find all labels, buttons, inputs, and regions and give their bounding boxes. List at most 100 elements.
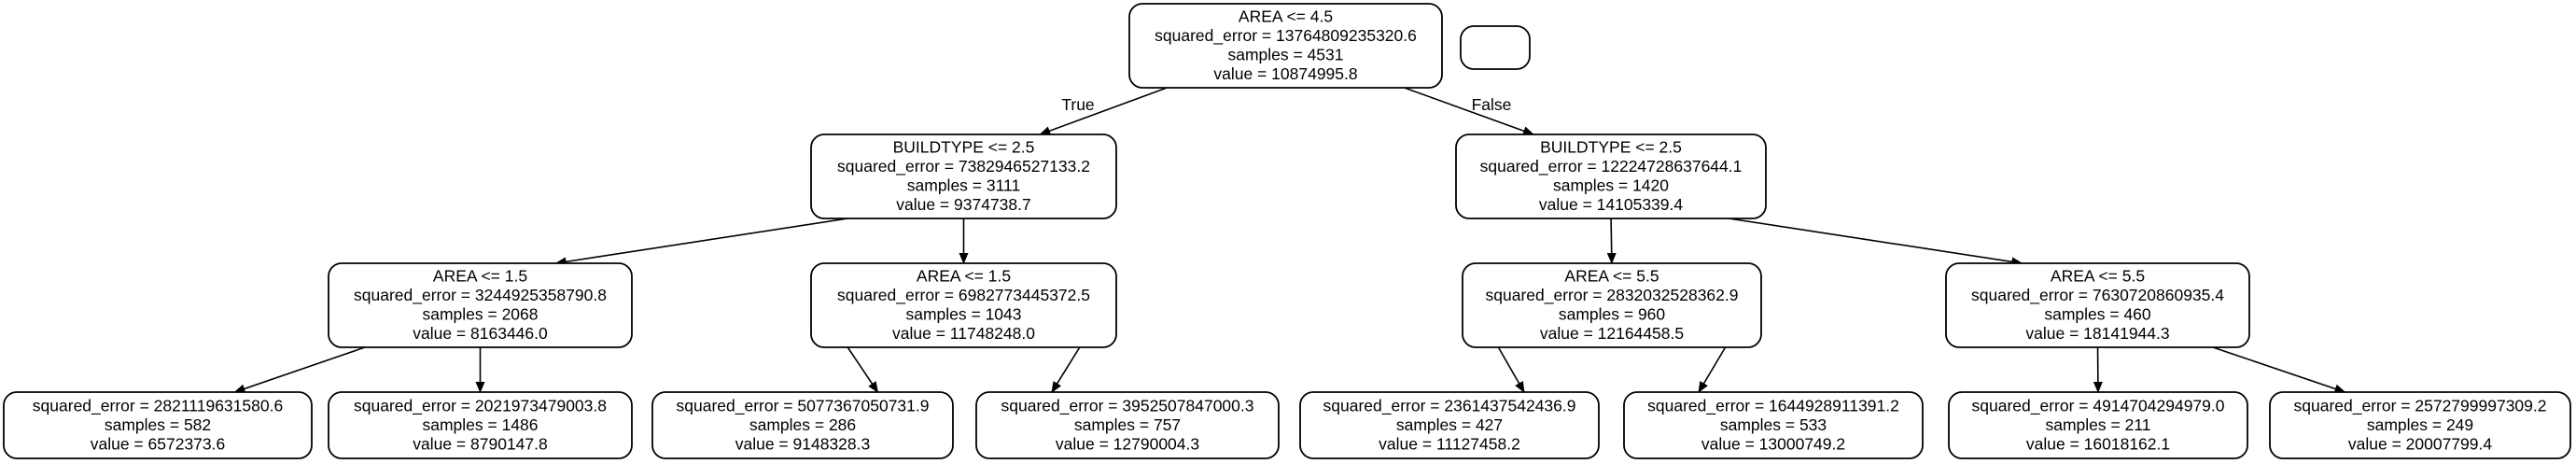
- node-text-line: value = 12164458.5: [1540, 324, 1684, 343]
- node-text-line: value = 20007799.4: [2348, 434, 2493, 453]
- edge-n12-n14: [2212, 346, 2346, 394]
- node-text-line: value = 8163446.0: [413, 324, 548, 343]
- edge-n1-n2: [554, 218, 848, 267]
- node-text-line: squared_error = 2832032528362.9: [1486, 286, 1739, 305]
- node-box: [328, 391, 633, 459]
- node-text-line: AREA <= 5.5: [1564, 267, 1659, 286]
- node-text-line: samples = 757: [1074, 415, 1181, 434]
- node-text-line: AREA <= 1.5: [917, 267, 1011, 286]
- node-text-line: samples = 1486: [422, 415, 538, 434]
- edge-n5-n6: [847, 346, 879, 393]
- edge-n5-n7: [1051, 346, 1081, 393]
- edge-n8-n9: [1606, 218, 1617, 264]
- node-text-line: squared_error = 3952507847000.3: [1001, 396, 1254, 415]
- node-text-line: samples = 4531: [1227, 46, 1343, 64]
- node-text-line: squared_error = 1644928911391.2: [1647, 396, 1899, 415]
- node-text-line: value = 16018162.1: [2026, 434, 2170, 453]
- node-text-line: squared_error = 7630720860935.4: [1971, 286, 2224, 305]
- edge-label-false: False: [1472, 95, 1512, 114]
- node-text-line: samples = 2068: [422, 305, 538, 324]
- node-text-line: squared_error = 4914704294979.0: [1972, 396, 2225, 415]
- node-text-line: samples = 3111: [907, 176, 1020, 195]
- tree-node-n15: [1460, 25, 1531, 70]
- node-box: [1299, 391, 1600, 459]
- node-text-line: samples = 533: [1720, 415, 1827, 434]
- node-text-line: samples = 211: [2045, 415, 2150, 434]
- node-text-line: samples = 427: [1396, 415, 1503, 434]
- node-text-line: samples = 460: [2044, 305, 2151, 324]
- node-text-line: squared_error = 5077367050731.9: [677, 396, 930, 415]
- node-text-line: squared_error = 6982773445372.5: [837, 286, 1090, 305]
- edge-n2-n3: [233, 346, 366, 394]
- node-text-line: samples = 1043: [905, 305, 1021, 324]
- node-text-line: AREA <= 5.5: [2051, 267, 2145, 286]
- node-text-line: squared_error = 2821119631580.6: [33, 396, 283, 415]
- node-text-line: value = 9148328.3: [735, 434, 871, 453]
- edge-label-true: True: [1061, 95, 1094, 114]
- node-box: [810, 134, 1117, 219]
- edge-n9-n10: [1497, 346, 1525, 393]
- node-box: [328, 262, 633, 348]
- node-text-line: value = 11127458.2: [1379, 434, 1520, 453]
- node-box: [1948, 391, 2248, 459]
- edges-layer: True False: [233, 87, 2346, 394]
- edge-n9-n11: [1698, 346, 1727, 393]
- edge-n0-n1: [1039, 87, 1168, 135]
- edge-n0-n8: [1404, 87, 1534, 135]
- node-text-line: samples = 582: [105, 415, 211, 434]
- node-box: [3, 391, 313, 459]
- node-box: [975, 391, 1280, 459]
- node-text-line: AREA <= 1.5: [433, 267, 527, 286]
- node-text-line: squared_error = 3244925358790.8: [354, 286, 607, 305]
- node-text-line: value = 11748248.0: [892, 324, 1035, 343]
- node-box: [1460, 25, 1531, 70]
- node-text-line: samples = 286: [749, 415, 856, 434]
- node-text-line: squared_error = 2021973479003.8: [354, 396, 607, 415]
- node-text-line: value = 8790147.8: [413, 434, 548, 453]
- node-text-line: value = 14105339.4: [1539, 195, 1684, 214]
- edge-n8-n12: [1729, 218, 2023, 267]
- node-text-line: squared_error = 12224728637644.1: [1480, 157, 1743, 176]
- node-text-line: BUILDTYPE <= 2.5: [1540, 138, 1682, 157]
- node-text-line: squared_error = 2572799997309.2: [2294, 396, 2547, 415]
- node-text-line: squared_error = 13764809235320.6: [1155, 26, 1417, 46]
- node-text-line: value = 13000749.2: [1701, 434, 1845, 453]
- node-box: [810, 262, 1117, 348]
- node-text-line: samples = 960: [1559, 305, 1666, 324]
- node-text-line: samples = 1420: [1553, 176, 1669, 195]
- node-box: [1128, 3, 1443, 89]
- node-box: [1455, 134, 1767, 219]
- node-text-line: value = 12790004.3: [1056, 434, 1199, 453]
- node-text-line: samples = 249: [2367, 415, 2473, 434]
- node-text-line: AREA <= 4.5: [1239, 7, 1333, 26]
- node-box: [1945, 262, 2250, 348]
- node-text-line: squared_error = 7382946527133.2: [837, 157, 1090, 176]
- node-box: [1462, 262, 1762, 348]
- node-text-line: value = 18141944.3: [2025, 324, 2169, 343]
- node-text-line: value = 9374738.7: [896, 195, 1031, 214]
- node-text-line: BUILDTYPE <= 2.5: [893, 138, 1035, 157]
- node-text-line: squared_error = 2361437542436.9: [1323, 396, 1576, 415]
- node-text-line: value = 6572373.6: [91, 434, 226, 453]
- node-box: [2269, 391, 2571, 459]
- node-box: [651, 391, 954, 459]
- node-box: [1623, 391, 1924, 459]
- node-text-line: value = 10874995.8: [1213, 64, 1357, 83]
